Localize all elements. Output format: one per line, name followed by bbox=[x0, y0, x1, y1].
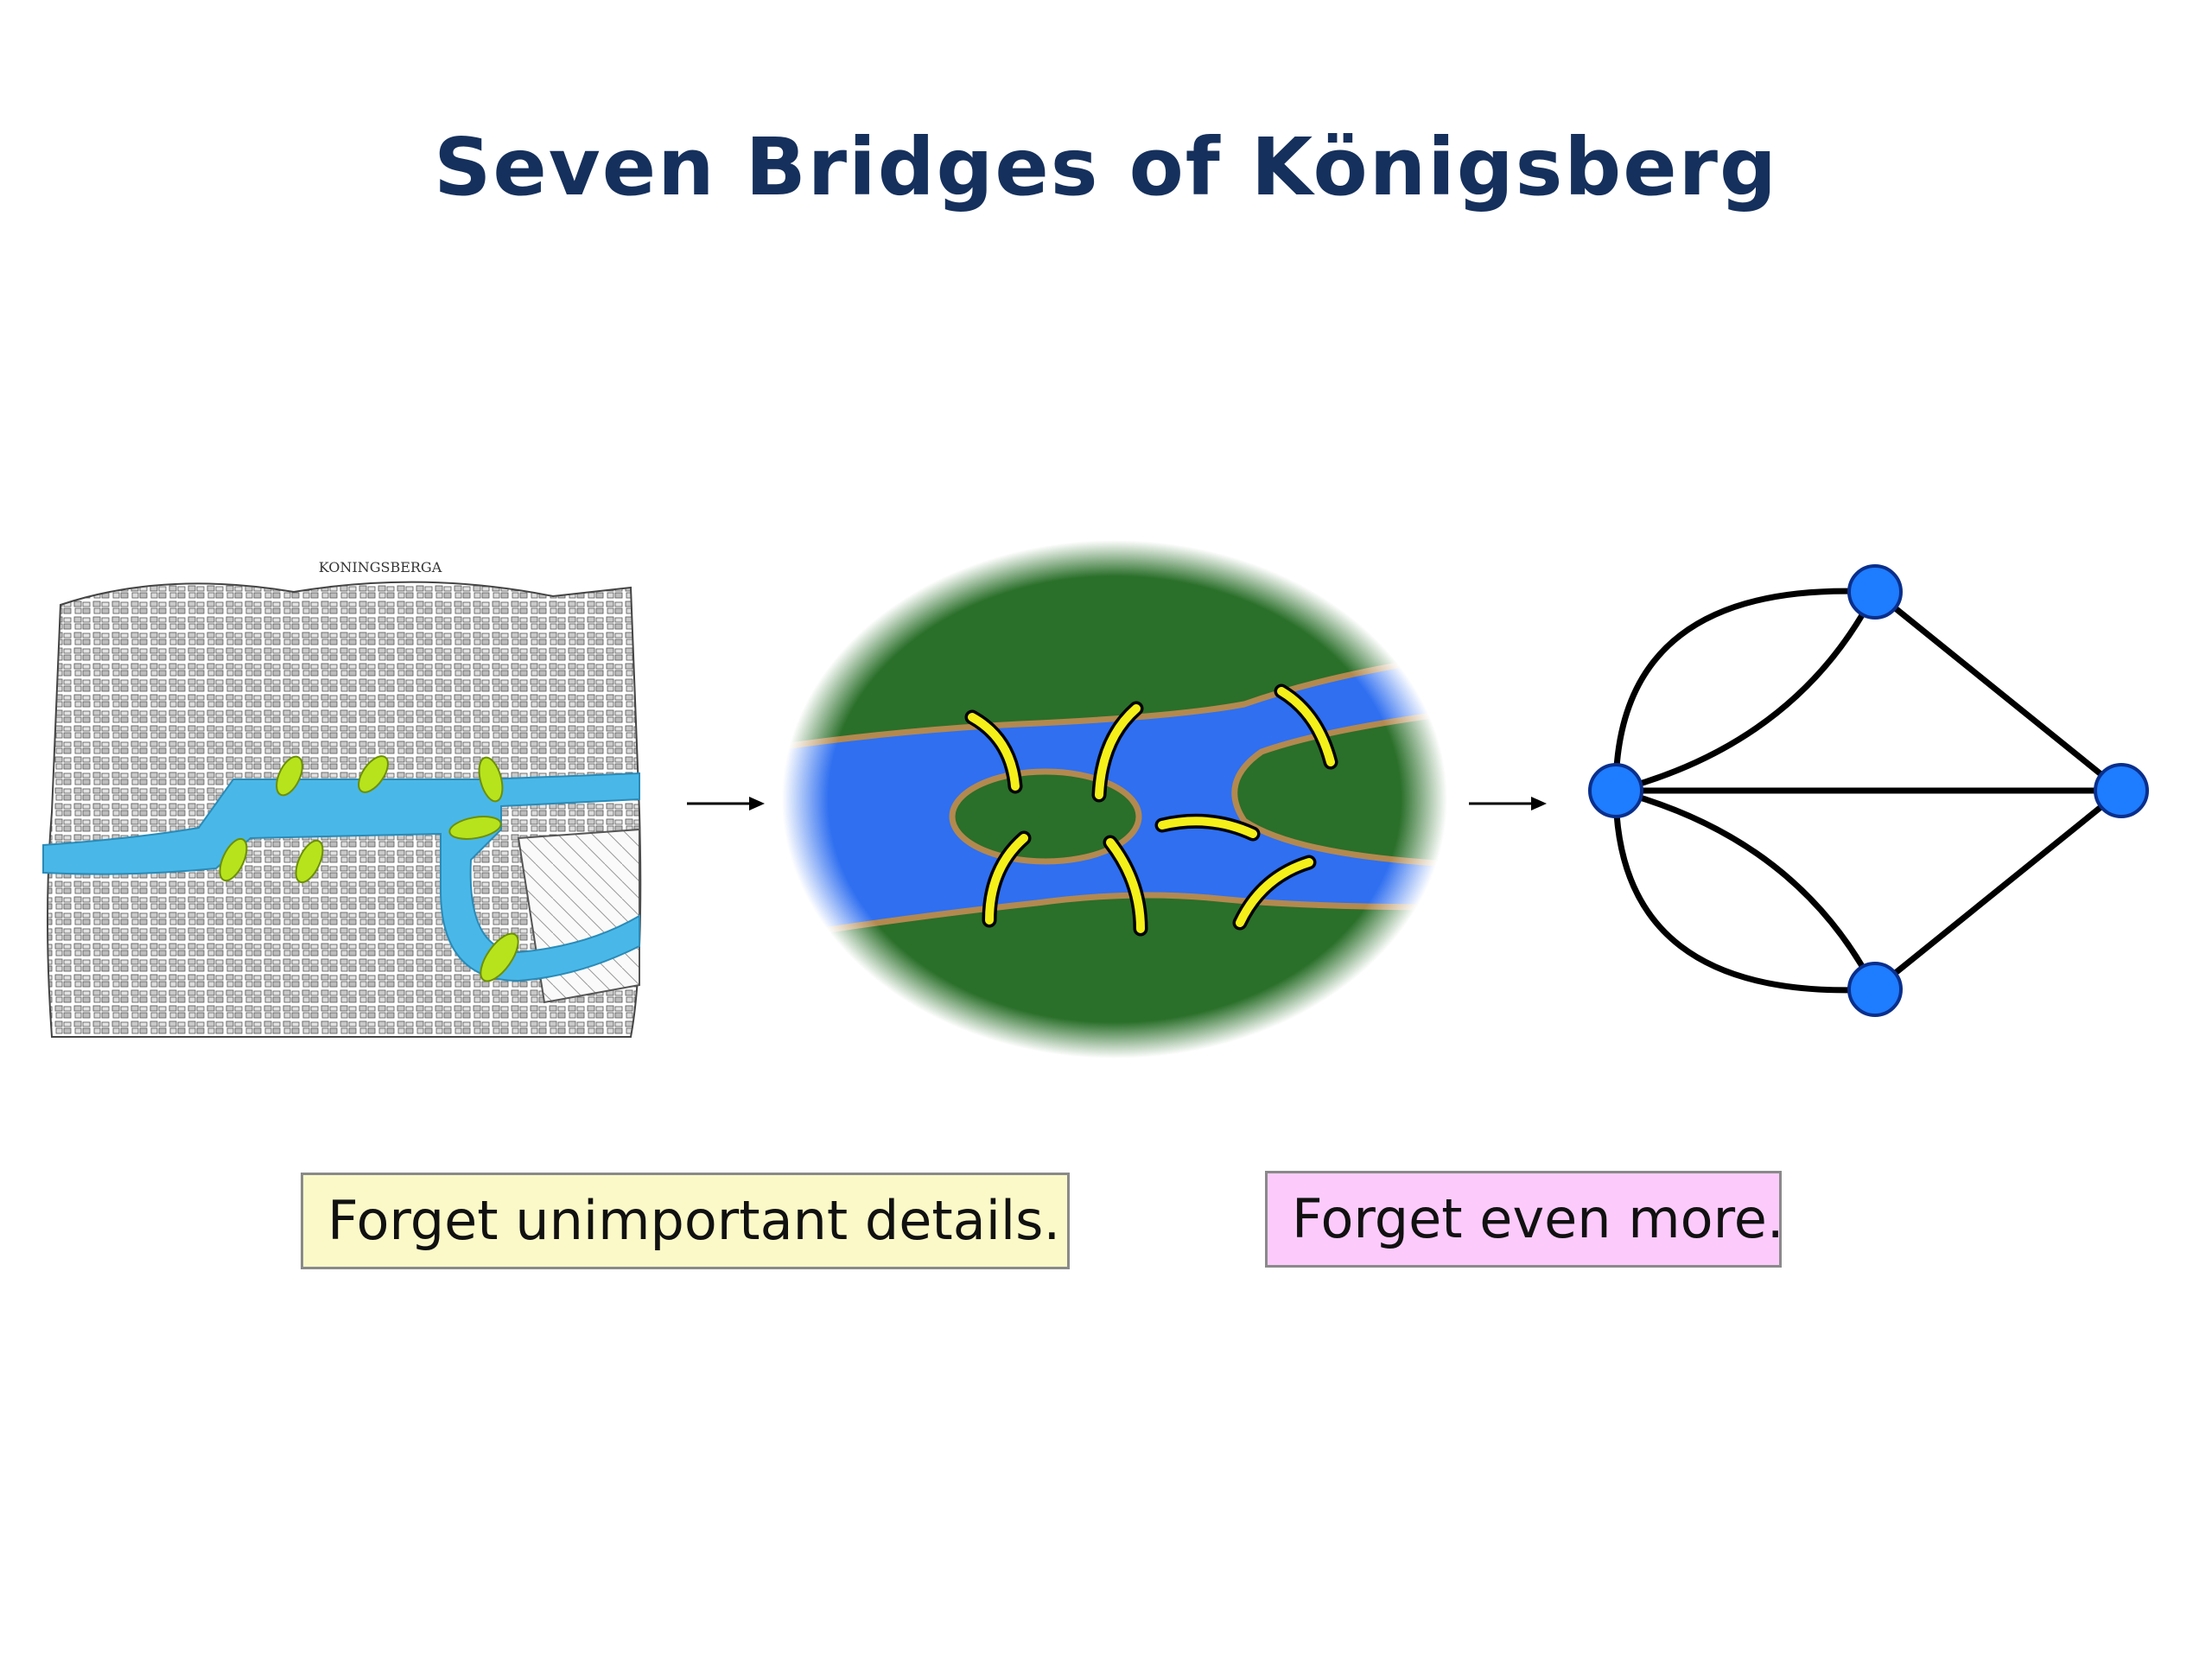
graph-edge bbox=[1612, 787, 1878, 993]
graph-node bbox=[1847, 962, 1903, 1017]
bridge bbox=[1103, 835, 1148, 937]
graph-edge bbox=[1612, 588, 1878, 794]
graph-edge bbox=[1872, 588, 2125, 794]
slide-title: Seven Bridges of Königsberg bbox=[434, 121, 1778, 213]
graph-node bbox=[1588, 763, 1643, 818]
bridge bbox=[964, 709, 1023, 794]
bridge-marker bbox=[358, 755, 389, 793]
arrow-right-icon bbox=[687, 791, 765, 817]
city-map-illustration: KONINGSBERGA bbox=[35, 553, 657, 1046]
caption-forget-details: Forget unimportant details. bbox=[301, 1173, 1070, 1269]
graph-edge bbox=[1612, 588, 1878, 794]
graph-edges bbox=[1612, 588, 2125, 994]
bridges bbox=[964, 683, 1338, 937]
abstract-diagram-svg bbox=[774, 536, 1455, 1063]
abstract-land-water-diagram bbox=[774, 536, 1455, 1063]
graph-nodes bbox=[1588, 564, 2149, 1017]
bridge bbox=[982, 830, 1032, 928]
graph-edge bbox=[1872, 787, 2125, 993]
bridge bbox=[1232, 855, 1317, 931]
city-map-svg: KONINGSBERGA bbox=[42, 559, 642, 1038]
bridge-marker bbox=[480, 932, 519, 982]
bridge-marker bbox=[448, 816, 502, 840]
bridge-marker bbox=[295, 839, 324, 884]
bridge bbox=[1274, 683, 1338, 770]
graph-edge bbox=[1612, 787, 1878, 994]
bridge-marker bbox=[219, 837, 248, 882]
arrow-right-icon bbox=[1469, 791, 1547, 817]
map-label: KONINGSBERGA bbox=[319, 559, 442, 575]
bridge bbox=[1154, 813, 1261, 842]
graph-diagram bbox=[1573, 553, 2160, 1046]
bridge-marker bbox=[276, 755, 303, 797]
caption-forget-more: Forget even more. bbox=[1265, 1171, 1784, 1268]
bridge-marker bbox=[478, 756, 504, 803]
graph-svg bbox=[1588, 564, 2149, 1017]
graph-node bbox=[2094, 763, 2149, 818]
graph-node bbox=[1847, 564, 1903, 620]
bridge-markers bbox=[219, 755, 519, 982]
bridge bbox=[1091, 701, 1144, 803]
